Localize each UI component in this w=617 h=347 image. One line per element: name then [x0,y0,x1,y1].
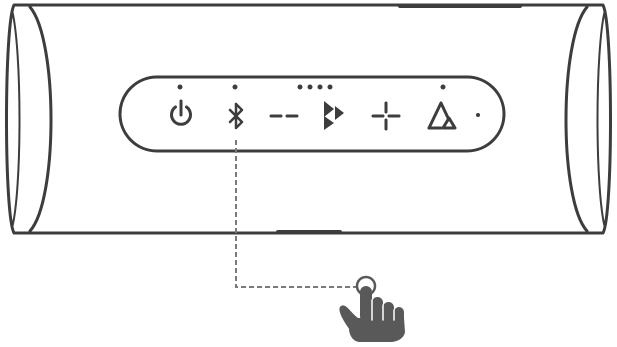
power-indicator-dot [177,84,183,90]
indicator-dots [177,84,446,90]
play-icon[interactable] [324,101,344,130]
dashed-connector-line [235,140,356,288]
dot-icon [476,113,480,117]
plus-icon[interactable] [371,101,401,131]
speaker-left-endcap [11,5,53,233]
hand-finger-lines [371,299,395,321]
speaker-body [5,3,612,235]
partyboost-indicator-dot [440,84,446,90]
speaker-seams [276,4,522,234]
partyboost-icon[interactable] [427,101,457,130]
hand-pointer-icon [339,286,405,342]
play-indicator-dot [307,84,313,90]
speaker-right-endcap [564,5,606,233]
bluetooth-indicator-dot [232,84,238,90]
control-panel [118,75,506,153]
bluetooth-icon[interactable] [228,102,244,130]
play-indicator-dot [297,84,303,90]
play-indicator-dot [317,84,323,90]
play-indicator-dot [327,84,333,90]
power-icon[interactable] [170,99,192,126]
